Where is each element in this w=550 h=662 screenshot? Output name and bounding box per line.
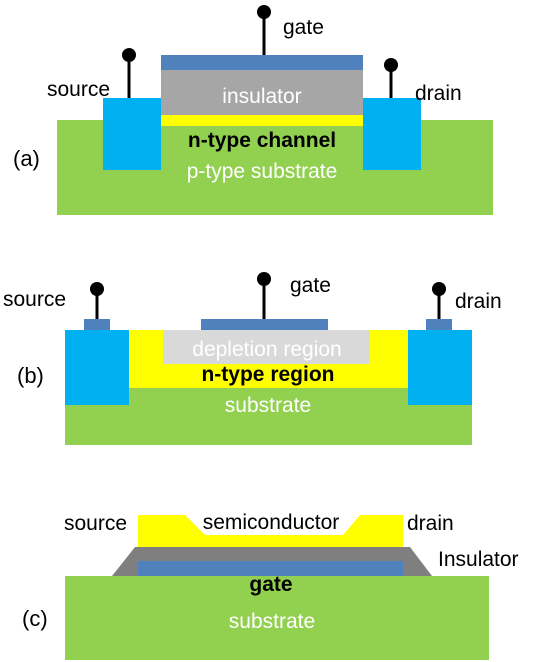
- panel-a-source-contact: [103, 98, 161, 170]
- panel-a: gate source drain insulator n-type chann…: [13, 5, 493, 215]
- panel-b-drain-label: drain: [455, 290, 502, 313]
- panel-a-substrate-label: p-type substrate: [187, 160, 338, 183]
- panel-c-semiconductor: [138, 515, 403, 547]
- panel-b: gate source drain depletion region n-typ…: [3, 272, 502, 445]
- panel-b-substrate-label: substrate: [225, 394, 311, 417]
- panel-a-drain-label: drain: [415, 82, 462, 105]
- panel-c-tag: (c): [22, 606, 48, 631]
- panel-b-region-label: n-type region: [201, 363, 334, 386]
- panel-a-gate-label: gate: [283, 16, 324, 39]
- panel-a-insulator-label: insulator: [222, 85, 301, 108]
- panel-b-source-label: source: [3, 288, 66, 311]
- panel-b-gate-label: gate: [290, 274, 331, 297]
- panel-b-gate-terminal-icon: [257, 272, 271, 286]
- panel-b-source-pad: [84, 319, 110, 330]
- panel-c-insulator-label: Insulator: [438, 548, 519, 571]
- panel-c-substrate-label: substrate: [229, 610, 315, 633]
- panel-b-drain-terminal-icon: [432, 282, 446, 296]
- panel-b-tag: (b): [17, 363, 44, 388]
- panel-b-drain-contact: [408, 330, 472, 405]
- panel-b-source-contact: [65, 330, 129, 405]
- panel-b-depletion-label: depletion region: [192, 338, 341, 361]
- panel-a-channel: [161, 115, 363, 126]
- panel-c-drain-label: drain: [407, 512, 454, 535]
- panel-a-tag: (a): [13, 146, 40, 171]
- panel-c-source-label: source: [64, 512, 127, 535]
- panel-b-depletion-region: [163, 330, 370, 364]
- panel-a-insulator: [161, 70, 363, 115]
- panel-c-gate-metal: [138, 561, 403, 576]
- panel-b-source-terminal-icon: [90, 282, 104, 296]
- panel-c-semiconductor-label: semiconductor: [203, 511, 340, 534]
- panel-a-drain-contact: [363, 98, 421, 170]
- panel-a-drain-terminal-icon: [384, 58, 398, 72]
- panel-a-source-terminal-icon: [122, 48, 136, 62]
- panel-b-drain-pad: [426, 319, 452, 330]
- panel-c-substrate: [65, 576, 489, 660]
- panel-a-channel-label: n-type channel: [188, 129, 336, 152]
- panel-a-gate-metal: [161, 55, 363, 70]
- panel-c: source drain semiconductor Insulator gat…: [22, 511, 519, 660]
- panel-c-gate-label: gate: [249, 573, 292, 596]
- panel-b-gate-metal: [201, 319, 328, 330]
- panel-a-source-label: source: [47, 78, 110, 101]
- panel-a-gate-terminal-icon: [257, 5, 271, 19]
